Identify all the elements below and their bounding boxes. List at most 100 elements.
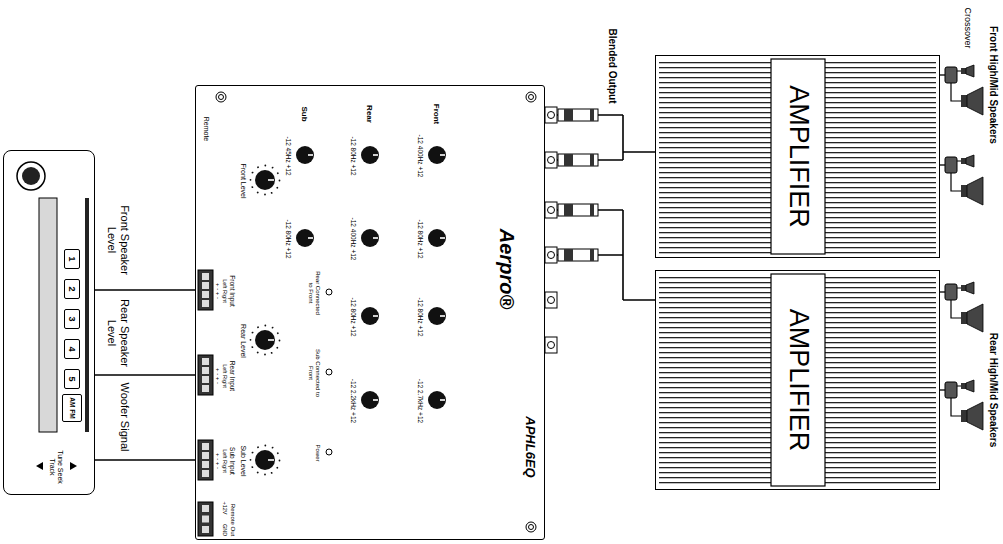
pin-label: +12V: [222, 502, 228, 515]
eq-knob: [296, 229, 314, 247]
pin-label: GND: [222, 524, 228, 536]
knob-scale: -12 2.7kHz +12: [417, 379, 424, 423]
row-label: Sub: [300, 106, 309, 121]
button-label: 2: [65, 280, 79, 298]
rca-jack: [545, 337, 557, 353]
button-label: 4: [65, 340, 79, 358]
channel-label: Left Right: [222, 449, 228, 473]
control-label: Tune Seek Track: [48, 443, 64, 491]
button-label: 3: [65, 310, 79, 328]
rca-jack: [545, 292, 557, 308]
rca-jack: [545, 247, 557, 263]
wire-label: Woofer Signal: [118, 381, 131, 453]
amplifier-box: AMPLIFIER: [655, 55, 940, 258]
head-unit-detail: [39, 198, 57, 432]
speaker-set: [940, 65, 983, 115]
rca-plug: [558, 109, 598, 261]
rca-jack: [545, 152, 557, 168]
speaker-set: [940, 155, 983, 205]
polarity-label: + - + -: [214, 368, 221, 384]
signal-cable: [95, 374, 195, 376]
indicator-led: [326, 369, 332, 375]
signal-cable: [545, 115, 655, 160]
input-label: Front Input: [229, 275, 236, 306]
preset-button: 4: [64, 339, 80, 359]
eq-knob: [296, 146, 446, 409]
terminal-block: [198, 270, 213, 310]
knob-scale: -12 400Hz +12: [350, 218, 357, 261]
wire-label: Front Speaker Level: [106, 198, 131, 282]
knob-scale: -12 80Hz +12: [285, 219, 292, 258]
channel-label: Left Right: [222, 279, 228, 303]
terminal-block: [198, 502, 213, 536]
button-label: 5: [65, 370, 79, 388]
mounting-screw: [526, 522, 536, 532]
band-button: AM FM: [62, 394, 82, 422]
terminal-block: [198, 270, 213, 536]
signal-cable: [545, 210, 655, 300]
group-label: Rear High/Mid Speakers: [988, 333, 1000, 447]
level-knob: [251, 326, 280, 355]
eq-knob: [361, 229, 379, 247]
rca-plug: [558, 249, 598, 261]
terminal-block: [202, 516, 209, 523]
amplifier-box: AMPLIFIER: [655, 270, 940, 490]
rca-plug: [558, 154, 598, 166]
signal-cable: [95, 289, 195, 291]
level-label: Front Level: [239, 163, 247, 198]
head-unit: Tune Seek Track 1 2 3 4 5 AM FM: [3, 150, 95, 495]
mounting-screw: [216, 92, 226, 102]
terminal-block: [198, 355, 213, 395]
eq-knob: [361, 146, 379, 164]
led-label: Rear Connected to Front: [307, 268, 321, 318]
input-label: Sub Input: [229, 447, 236, 475]
indicator-led: [326, 289, 332, 455]
eq-knob: [428, 307, 446, 325]
level-knob: [251, 446, 280, 475]
button-label: 1: [65, 250, 79, 268]
level-label: Rear Level: [239, 324, 247, 358]
knob-scale: -12 45Hz +12: [285, 136, 292, 175]
terminal-block: [202, 505, 209, 512]
terminal-block: [198, 440, 213, 480]
button-label: AM FM: [63, 395, 81, 421]
knob-scale: -12 80Hz +12: [417, 219, 424, 258]
terminal-block: [202, 526, 209, 533]
mounting-screw: [526, 92, 536, 102]
group-label: Front High/Mid Speakers: [988, 26, 1000, 144]
head-unit-detail: [17, 162, 45, 190]
channel-label: Left Right: [222, 364, 228, 388]
row-label: Front: [432, 104, 441, 124]
head-unit-detail: [36, 462, 43, 470]
preset-button: 3: [64, 309, 80, 329]
speaker-set: [940, 65, 983, 430]
polarity-label: + - + -: [214, 453, 221, 469]
brand-logo: Aerpro®: [495, 229, 518, 309]
knob-scale: -12 400Hz +12: [417, 135, 424, 178]
equalizer-unit: Aerpro®APHL6EQRemoteFrontRearSub-12 400H…: [195, 85, 545, 540]
knob-scale: -12 2.2kHz +12: [350, 379, 357, 423]
rca-jack: [545, 107, 557, 123]
eq-knob: [296, 146, 314, 164]
eq-knob: [361, 307, 379, 325]
head-unit-detail: [17, 162, 89, 470]
mounting-screw: [216, 92, 536, 532]
eq-knob: [428, 146, 446, 164]
input-label: Rear Input: [229, 361, 236, 391]
polarity-label: + - + -: [214, 283, 221, 299]
amplifier-label: AMPLIFIER: [772, 56, 826, 257]
knob-scale: -12 80Hz +12: [350, 136, 357, 175]
head-unit-detail: [22, 167, 40, 185]
mounting-screw: [219, 95, 224, 100]
preset-button: 2: [64, 279, 80, 299]
eq-knob: [428, 229, 446, 247]
wire-label: Rear Speaker Level: [106, 293, 131, 373]
rca-jack: [545, 202, 557, 218]
led-label: Power: [314, 444, 321, 461]
mounting-screw: [529, 525, 534, 530]
rca-plug: [558, 109, 598, 121]
model-name: APHL6EQ: [522, 416, 537, 477]
rca-jack: [545, 107, 557, 353]
amplifier-label: AMPLIFIER: [772, 271, 826, 489]
